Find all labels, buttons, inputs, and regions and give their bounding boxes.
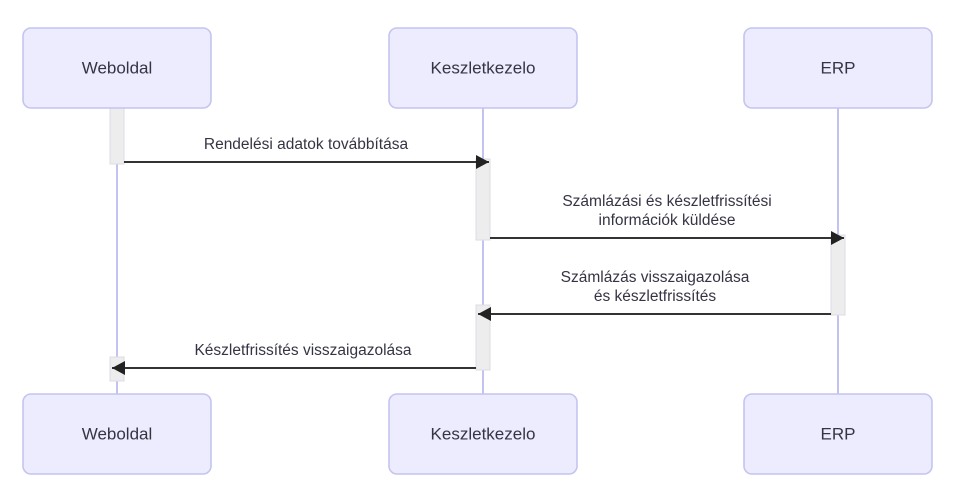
- participant-weboldal-top[interactable]: Weboldal: [22, 27, 212, 109]
- message-label: Készletfrissítés visszaigazolása: [194, 342, 411, 359]
- participant-keszletkezelo-bottom[interactable]: Keszletkezelo: [388, 393, 578, 475]
- participant-keszletkezelo-top[interactable]: Keszletkezelo: [388, 27, 578, 109]
- message-arrowhead: [478, 307, 491, 321]
- activation-bar-keszletkezelo: [475, 158, 491, 241]
- message-label-line: Készletfrissítés visszaigazolása: [194, 342, 411, 359]
- participants-layer: WeboldalWeboldalKeszletkezeloKeszletkeze…: [22, 27, 933, 475]
- message-msg-4[interactable]: Készletfrissítés visszaigazolása: [112, 342, 476, 375]
- message-label-line: Számlázás visszaigazolása: [561, 269, 750, 286]
- participant-box[interactable]: [22, 393, 212, 475]
- message-label: Számlázási és készletfrissítési informáci…: [562, 193, 771, 229]
- activations-layer: [109, 107, 846, 382]
- activation-bar-weboldal: [109, 107, 125, 165]
- participant-box[interactable]: [743, 27, 933, 109]
- message-label-line: Számlázási és készletfrissítési: [562, 193, 771, 210]
- message-arrowhead: [831, 231, 844, 245]
- activation-bar-erp: [830, 234, 846, 316]
- message-label: Számlázás visszaigazolása és készletfriss…: [561, 269, 750, 305]
- participant-weboldal-bottom[interactable]: Weboldal: [22, 393, 212, 475]
- participant-label: Weboldal: [82, 58, 153, 77]
- participant-erp-top[interactable]: ERP: [743, 27, 933, 109]
- participant-box[interactable]: [388, 393, 578, 475]
- participant-label: Keszletkezelo: [431, 424, 536, 443]
- participant-label: Weboldal: [82, 424, 153, 443]
- participant-box[interactable]: [388, 27, 578, 109]
- participant-label: Keszletkezelo: [431, 58, 536, 77]
- message-label-line: információk küldése: [599, 212, 736, 229]
- message-msg-1[interactable]: Rendelési adatok továbbítása: [124, 136, 489, 169]
- participant-box[interactable]: [22, 27, 212, 109]
- message-label-line: és készletfrissítés: [594, 288, 717, 305]
- participant-erp-bottom[interactable]: ERP: [743, 393, 933, 475]
- participant-label: ERP: [821, 58, 856, 77]
- participant-box[interactable]: [743, 393, 933, 475]
- message-msg-2[interactable]: Számlázási és készletfrissítési informáci…: [490, 193, 844, 245]
- participant-label: ERP: [821, 424, 856, 443]
- message-arrowhead: [476, 155, 489, 169]
- message-label-line: Rendelési adatok továbbítása: [204, 136, 409, 153]
- message-msg-3[interactable]: Számlázás visszaigazolása és készletfriss…: [478, 269, 831, 321]
- activation-bar-keszletkezelo: [475, 304, 491, 371]
- message-label: Rendelési adatok továbbítása: [204, 136, 409, 153]
- message-arrowhead: [112, 361, 125, 375]
